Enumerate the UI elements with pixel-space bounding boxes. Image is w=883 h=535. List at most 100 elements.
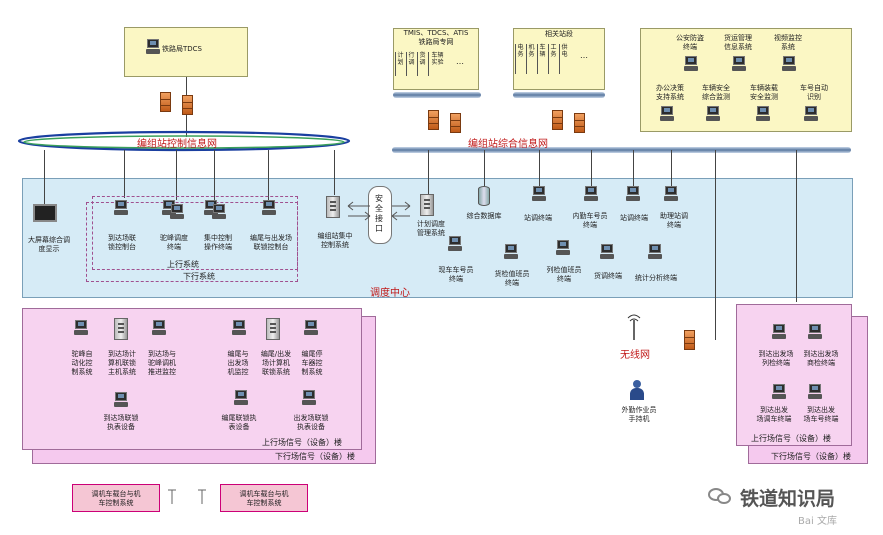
computer-icon <box>584 186 598 202</box>
loco-control-label: 调机车载台与机 车控制系统 <box>91 490 141 507</box>
firewall-icon <box>684 330 695 350</box>
computer-icon <box>114 200 128 216</box>
link-line <box>715 150 716 340</box>
arrival-interlock-host: 到达场计 算机联锁 主机系统 <box>108 350 136 376</box>
baidu-watermark: Bai 文库 <box>798 516 837 527</box>
terminal-label: 现车车号员 终端 <box>438 266 474 283</box>
computer-icon <box>808 324 822 340</box>
bus-bar <box>513 92 605 98</box>
item-power: 供 电 <box>559 44 569 74</box>
firewall-icon <box>574 113 585 133</box>
computer-icon <box>302 390 316 406</box>
firewall-icon <box>450 113 461 133</box>
link-line <box>591 150 592 186</box>
terminal-label: 助理站调 终端 <box>660 212 688 229</box>
computer-icon <box>232 320 246 336</box>
computer-icon <box>170 204 184 220</box>
item-loco: 机 务 <box>526 44 536 74</box>
item-more: … <box>456 57 464 66</box>
item-vehicle-test: 车辆 实验 <box>428 52 446 76</box>
right-top-item: 公安防盗 终端 <box>676 34 704 51</box>
link-line <box>44 150 45 210</box>
link-line <box>268 150 269 200</box>
computer-icon <box>152 320 166 336</box>
wireless-label: 无线网 <box>620 350 650 361</box>
loco-control-label: 调机车载台与机 车控制系统 <box>239 490 289 507</box>
dispatch-center-area <box>22 178 853 298</box>
right-down-building-label: 下行场信号（设备）楼 <box>771 452 851 461</box>
right-top-item: 车辆装载 安全监测 <box>750 84 778 101</box>
link-line <box>796 150 797 302</box>
related-stations-items: 电 务 机 务 车 辆 工 务 供 电 … <box>515 44 603 74</box>
computer-icon <box>732 56 746 72</box>
link-line <box>176 150 177 200</box>
tail-departure-monitor: 编尾与 出发场 机监控 <box>227 350 249 376</box>
dispatch-center-label: 调度中心 <box>370 288 410 299</box>
marshalling-control-system: 编组站集中 控制系统 <box>317 232 353 249</box>
server-icon <box>114 318 128 340</box>
link-line <box>334 150 335 195</box>
loco-control-box <box>72 484 160 512</box>
terminal-label: 货检值班员 终端 <box>494 270 530 287</box>
computer-icon <box>808 384 822 400</box>
hump-push-monitor: 到达场与 驼峰调机 推进监控 <box>148 350 176 376</box>
down-building-label: 下行场信号（设备）楼 <box>275 452 355 461</box>
firewall-icon <box>428 110 439 130</box>
integrated-network-bus <box>392 147 851 153</box>
departure-exec-equipment: 出发场联锁 执表设备 <box>293 414 329 431</box>
right-top-item: 车辆安全 综合监测 <box>702 84 730 101</box>
link-line <box>539 150 540 186</box>
computer-icon <box>212 204 226 220</box>
control-network-ring <box>17 130 351 152</box>
computer-icon <box>772 324 786 340</box>
hump-automation-system: 驼峰自 动化控 制系统 <box>71 350 93 376</box>
railway-private-net-title: TMIS、TDCS、ATIS 铁路局专网 <box>403 29 469 46</box>
safety-interface-label: 安 全 接 口 <box>375 194 383 233</box>
bus-bar <box>393 92 481 98</box>
terminal-label: 站调终端 <box>620 214 648 222</box>
right-up-building-label: 上行场信号（设备）楼 <box>751 434 831 443</box>
plan-dispatch-system: 计划调度 管理系统 <box>417 220 445 237</box>
right-top-item: 视频监控 系统 <box>774 34 802 51</box>
railway-private-net-box <box>393 28 479 90</box>
computer-icon <box>448 236 462 252</box>
right-up-signal-building <box>736 304 852 446</box>
right-top-item: 货运管理 信息系统 <box>724 34 752 51</box>
antenna-icon <box>168 489 206 504</box>
computer-icon <box>626 186 640 202</box>
right-top-item: 车号自动 识别 <box>800 84 828 101</box>
computer-icon <box>772 384 786 400</box>
tail-exec-equipment: 编尾联锁执 表设备 <box>221 414 257 431</box>
tail-stopper-system: 编尾停 车器控 制系统 <box>301 350 323 376</box>
computer-icon <box>684 56 698 72</box>
link-line <box>671 150 672 186</box>
up-building-label: 上行场信号（设备）楼 <box>262 438 342 447</box>
down-system-frame <box>86 202 298 282</box>
control-network-label: 编组站控制信息网 <box>137 139 217 150</box>
tail-departure-console: 编尾与出发场 联锁控制台 <box>250 234 292 251</box>
item-plan: 计 划 <box>395 52 405 76</box>
computer-icon <box>234 390 248 406</box>
tail-departure-interlock: 编尾/出发 场计算机 联锁系统 <box>260 350 292 376</box>
server-icon <box>420 194 434 216</box>
terminal-label: 站调终端 <box>524 214 552 222</box>
up-system-label: 上行系统 <box>167 260 199 269</box>
down-system-label: 下行系统 <box>183 272 215 281</box>
link-line <box>484 150 485 186</box>
safety-interface <box>368 186 392 244</box>
item-dispatch: 行 调 <box>406 52 416 76</box>
computer-icon <box>660 106 674 122</box>
right-terminal: 到达出发场 商检终端 <box>803 350 839 367</box>
computer-icon <box>648 244 662 260</box>
handheld-label: 外勤作业员 手持机 <box>621 406 657 423</box>
link-line <box>124 150 125 198</box>
central-control-terminal: 集中控制 操作终端 <box>204 234 232 251</box>
link-line <box>428 150 429 194</box>
link-line <box>214 150 215 202</box>
computer-icon <box>556 240 570 256</box>
watermark-brand: 铁道知识局 <box>740 488 836 510</box>
loco-control-box <box>220 484 308 512</box>
computer-icon <box>532 186 546 202</box>
computer-icon <box>664 186 678 202</box>
computer-icon <box>600 244 614 260</box>
